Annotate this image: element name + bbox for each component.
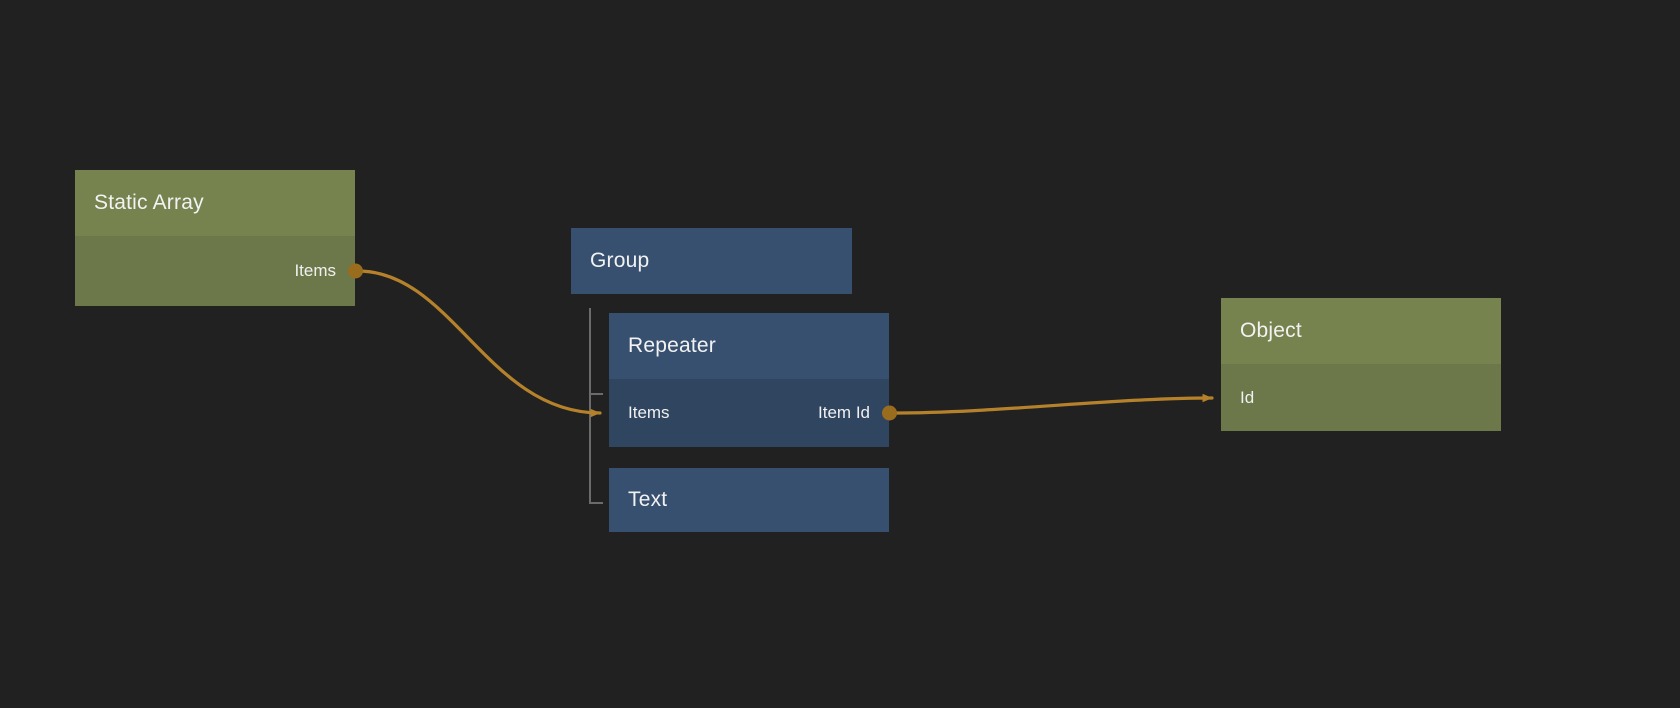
tree-connector-branch-text bbox=[589, 502, 603, 504]
edge-repeater-itemid-to-object-id bbox=[890, 393, 1214, 415]
tree-connector-vertical bbox=[589, 308, 591, 504]
node-text[interactable]: Text bbox=[609, 468, 889, 532]
node-static-array[interactable]: Static Array Items bbox=[75, 170, 363, 306]
port-label-items: Items bbox=[294, 261, 336, 280]
node-static-array-title: Static Array bbox=[75, 170, 355, 236]
port-label-items-input: Items bbox=[628, 403, 670, 422]
node-group[interactable]: Group bbox=[571, 228, 852, 294]
node-object-title: Object bbox=[1221, 298, 1501, 364]
node-static-array-body: Items bbox=[75, 236, 363, 306]
tree-connector-branch-repeater bbox=[589, 393, 603, 395]
node-text-title: Text bbox=[609, 468, 889, 532]
edge-static-array-items-to-repeater-items bbox=[356, 269, 602, 418]
node-repeater-body: Items Item Id bbox=[609, 379, 897, 447]
node-object-body: Id bbox=[1221, 364, 1501, 431]
port-row-repeater-items[interactable]: Items Item Id bbox=[609, 379, 897, 447]
port-row-static-array-items[interactable]: Items bbox=[75, 236, 363, 306]
node-object[interactable]: Object Id bbox=[1221, 298, 1501, 431]
node-repeater[interactable]: Repeater Items Item Id bbox=[609, 313, 897, 447]
port-row-object-id[interactable]: Id bbox=[1221, 364, 1501, 431]
port-dot-item-id-output[interactable] bbox=[882, 405, 897, 421]
node-group-title: Group bbox=[571, 228, 852, 294]
port-dot-items-output[interactable] bbox=[348, 263, 363, 279]
node-repeater-title: Repeater bbox=[609, 313, 889, 379]
port-label-item-id-output: Item Id bbox=[818, 403, 870, 422]
port-label-id-input: Id bbox=[1240, 387, 1255, 407]
